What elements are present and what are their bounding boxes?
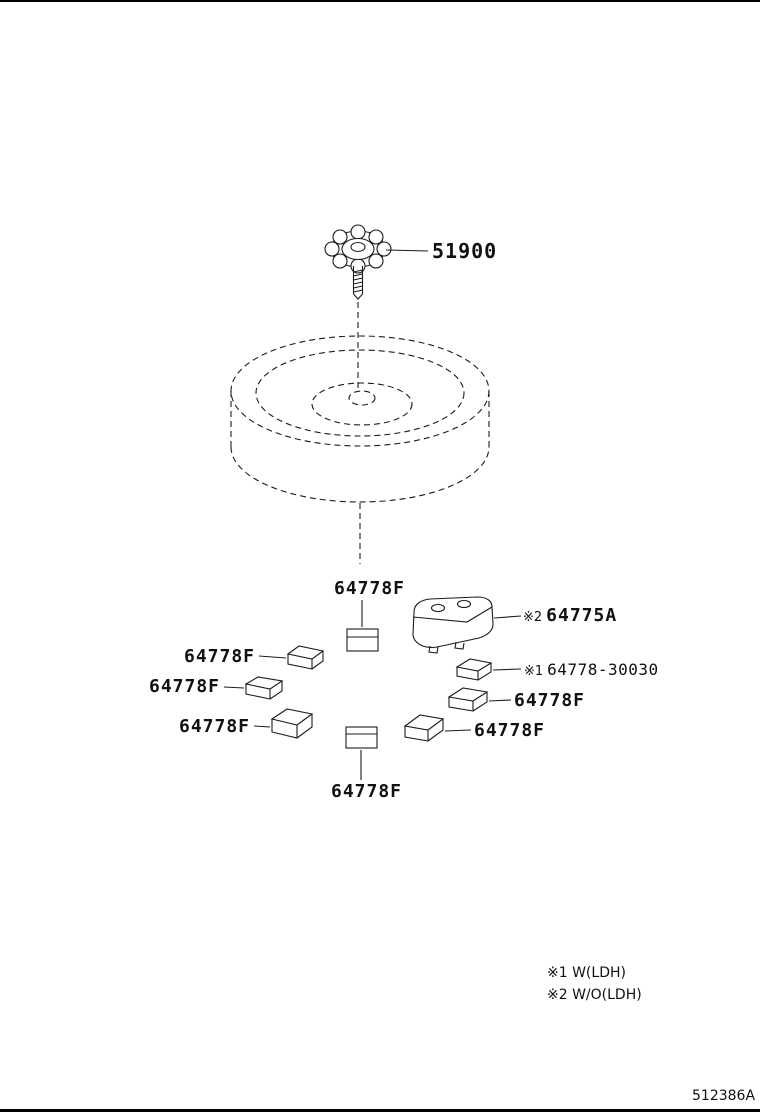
part-number-64778-30030: 64778-30030	[547, 660, 659, 679]
pad-right-a-drawing	[455, 658, 493, 681]
part-label-64778f-left-3[interactable]: 64778F	[179, 716, 251, 737]
part-label-64778f-right-b[interactable]: 64778F	[514, 690, 586, 711]
pad-left-2-drawing	[244, 676, 284, 700]
pad-left-3-drawing	[270, 708, 314, 739]
part-label-64778f-top[interactable]: 64778F	[334, 578, 406, 599]
wing-nut-drawing	[324, 224, 392, 274]
assembly-centerline	[357, 302, 361, 564]
bracket-64775a-drawing	[412, 596, 494, 654]
pad-left-1-drawing	[286, 645, 325, 670]
footnote-ref-2-mark: ※2	[523, 610, 543, 625]
pad-right-c-drawing	[403, 714, 445, 742]
part-label-64778f-right-c[interactable]: 64778F	[474, 720, 546, 741]
pad-bottom-drawing	[345, 726, 378, 749]
bolt-stud-drawing	[352, 266, 364, 300]
footnote-1: ※1 W(LDH)	[547, 965, 626, 981]
frame-top-rule	[0, 0, 760, 2]
frame-bottom-rule	[0, 1109, 760, 1112]
spare-tire-drawing	[230, 335, 490, 503]
drawing-number: 512386A	[692, 1088, 756, 1104]
leader-lines	[223, 249, 522, 780]
part-label-51900[interactable]: 51900	[432, 239, 498, 263]
part-label-64778f-left-1[interactable]: 64778F	[184, 646, 256, 667]
part-label-64778f-left-2[interactable]: 64778F	[149, 676, 221, 697]
part-number-64775a: 64775A	[546, 605, 618, 626]
pad-right-b-drawing	[447, 687, 489, 712]
footnote-2: ※2 W/O(LDH)	[547, 987, 642, 1003]
pad-top-drawing	[346, 628, 379, 652]
part-label-64778f-bottom[interactable]: 64778F	[331, 781, 403, 802]
footnote-ref-1-mark: ※1	[524, 664, 544, 679]
